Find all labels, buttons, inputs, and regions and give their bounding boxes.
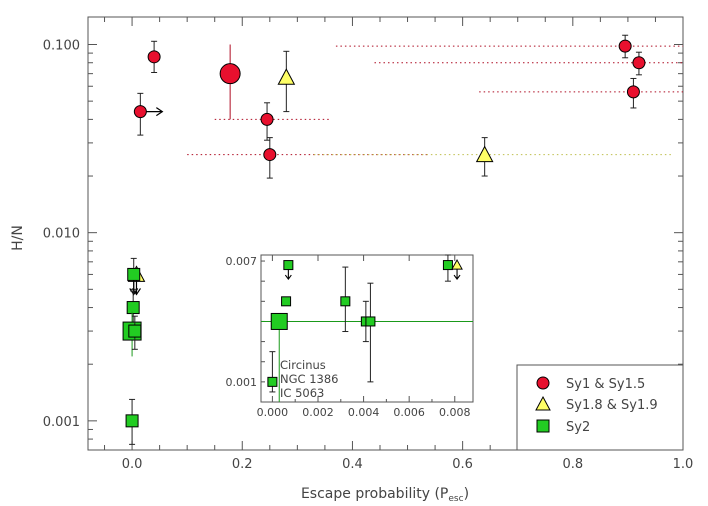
marker-triangle xyxy=(277,68,296,85)
data-point-group xyxy=(335,34,683,59)
x-axis-label-main: Escape probability (P xyxy=(301,486,448,502)
data-point-group xyxy=(133,92,164,136)
inset-x-tick-label: 0.002 xyxy=(302,406,334,419)
marker-circle xyxy=(263,148,277,162)
main-data-layer xyxy=(122,34,683,445)
x-tick-label: 0.2 xyxy=(232,457,253,472)
inset-x-tick-label: 0.000 xyxy=(257,406,289,419)
x-tick-label: 0.6 xyxy=(452,457,473,472)
inset-marker-square xyxy=(442,260,453,271)
legend-label-sy1: Sy1 & Sy1.5 xyxy=(566,377,645,392)
marker-square xyxy=(126,301,140,315)
inset-point-group xyxy=(365,282,376,383)
marker-circle xyxy=(260,112,274,126)
inset-x-tick-label: 0.006 xyxy=(393,406,425,419)
x-tick-label: 0.4 xyxy=(342,457,363,472)
y-tick-label: 0.001 xyxy=(43,415,80,430)
inset-annotation-line-1: Circinus xyxy=(280,358,326,372)
marker-square xyxy=(125,414,139,428)
inset-plot: 0.000 0.002 0.004 0.006 0.008 0.001 0.007 Circ… xyxy=(226,254,474,419)
x-tick-label: 0.8 xyxy=(562,457,583,472)
marker-circle xyxy=(618,39,632,53)
inset-marker-square xyxy=(340,296,351,307)
data-point-group xyxy=(277,50,296,113)
inset-point-group xyxy=(451,259,463,280)
marker-triangle xyxy=(475,145,494,163)
data-point-group xyxy=(313,137,672,177)
inset-axis-ticks: 0.000 0.002 0.004 0.006 0.008 0.001 0.007 xyxy=(226,255,471,419)
data-point-group xyxy=(128,315,142,350)
data-point-group xyxy=(187,137,430,179)
main-plot-frame xyxy=(87,16,684,451)
arrow-head xyxy=(156,107,164,117)
data-point-group xyxy=(125,398,139,445)
marker-circle xyxy=(147,50,161,64)
x-tick-label: 0.0 xyxy=(122,457,143,472)
inset-frame xyxy=(260,254,474,403)
legend-marker-sy18 xyxy=(535,395,551,411)
y-tick-label: 0.100 xyxy=(43,38,80,53)
inset-y-tick-label: 0.001 xyxy=(226,376,258,389)
data-point-group xyxy=(147,40,161,73)
marker-square xyxy=(127,267,141,281)
inset-arrow-head xyxy=(284,274,292,280)
marker-circle xyxy=(219,63,241,85)
inset-arrow-head xyxy=(453,274,461,280)
inset-point-group xyxy=(281,296,292,307)
inset-marker-square xyxy=(267,376,278,387)
marker-circle xyxy=(626,85,640,99)
main-axis-ticks: 0.0 0.2 0.4 0.6 0.8 1.0 0.001 0.010 0.100 xyxy=(43,17,694,472)
inset-point-group xyxy=(442,254,453,282)
inset-annotation-line-3: IC 5063 xyxy=(280,386,324,400)
legend: Sy1 & Sy1.5 Sy1.8 & Sy1.9 Sy2 xyxy=(516,364,684,451)
inset-marker-square xyxy=(281,296,292,307)
legend-marker-sy2 xyxy=(536,419,550,433)
x-tick-label: 1.0 xyxy=(673,457,694,472)
inset-x-tick-label: 0.004 xyxy=(348,406,380,419)
inset-annotation-line-2: NGC 1386 xyxy=(280,372,338,386)
marker-square xyxy=(128,324,142,338)
inset-marker-square xyxy=(270,312,288,330)
marker-circle xyxy=(632,56,646,70)
data-point-group xyxy=(479,77,683,109)
inset-marker-square xyxy=(365,316,376,327)
x-axis-label: Escape probability (Pesc) xyxy=(301,486,469,504)
inset-data-layer xyxy=(261,254,473,402)
y-tick-label: 0.010 xyxy=(43,227,80,242)
data-point-group xyxy=(219,44,241,120)
arrow-head xyxy=(129,288,139,296)
data-point-group xyxy=(127,257,141,296)
main-plot-area: 0.0 0.2 0.4 0.6 0.8 1.0 0.001 0.010 0.100 H/N Es… xyxy=(10,16,694,504)
inset-point-group xyxy=(340,266,351,333)
inset-point-group xyxy=(267,351,278,393)
inset-x-tick-label: 0.008 xyxy=(439,406,471,419)
inset-marker-square xyxy=(283,260,294,271)
legend-label-sy18: Sy1.8 & Sy1.9 xyxy=(566,398,658,413)
x-axis-label-close: ) xyxy=(464,486,469,502)
inset-y-tick-label: 0.007 xyxy=(226,255,258,268)
legend-marker-sy1 xyxy=(536,376,550,390)
data-point-group xyxy=(374,51,683,76)
y-axis-label: H/N xyxy=(10,225,26,251)
inset-point-group xyxy=(283,260,294,280)
x-axis-label-subscript: esc xyxy=(448,494,463,504)
marker-circle xyxy=(133,105,147,119)
data-point-group xyxy=(126,290,140,327)
legend-label-sy2: Sy2 xyxy=(566,420,590,435)
data-point-group xyxy=(214,102,331,141)
